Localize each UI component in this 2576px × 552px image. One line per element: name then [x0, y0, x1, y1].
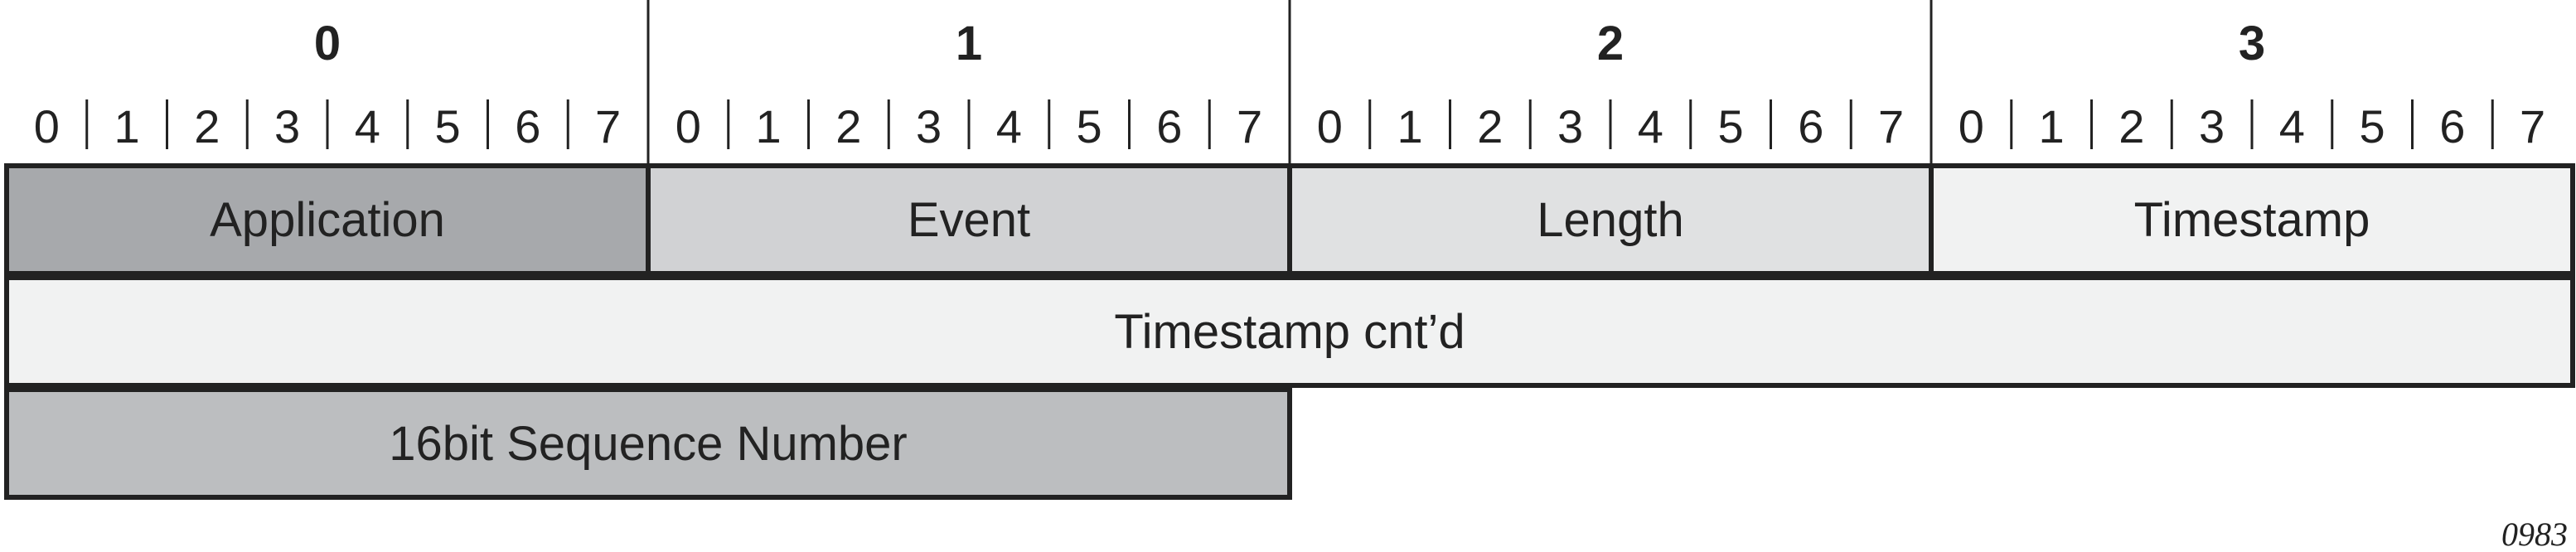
byte-label: 1: [956, 17, 982, 70]
bit-label: 6: [1798, 100, 1823, 153]
bit-label: 4: [996, 100, 1022, 153]
bit-label: 3: [2199, 100, 2225, 153]
bit-label: 0: [675, 100, 701, 153]
bit-label: 2: [835, 100, 861, 153]
field-box: [4, 163, 651, 276]
bit-label: 6: [515, 100, 540, 153]
field-cell: 16bit Sequence Number: [4, 387, 1292, 500]
bit-label: 5: [2360, 100, 2385, 153]
bit-label: 0: [1317, 100, 1343, 153]
bit-label: 4: [1638, 100, 1663, 153]
bit-label: 1: [756, 100, 782, 153]
bit-label: 3: [274, 100, 300, 153]
bit-label: 7: [595, 100, 621, 153]
bit-label: 1: [1397, 100, 1423, 153]
field-cell: Length: [1287, 163, 1934, 276]
bit-label: 0: [34, 100, 60, 153]
bit-label: 0: [1959, 100, 1984, 153]
field-box: [1287, 163, 1934, 276]
field-cell: Event: [646, 163, 1292, 276]
bit-label: 7: [2520, 100, 2545, 153]
field-box: [4, 275, 2575, 388]
field-box: [1929, 163, 2575, 276]
bit-label: 2: [194, 100, 220, 153]
bit-label: 7: [1237, 100, 1262, 153]
field-label: Length: [1537, 193, 1683, 247]
bit-label: 5: [1718, 100, 1744, 153]
bit-label: 3: [916, 100, 942, 153]
byte-label: 2: [1597, 17, 1624, 70]
field-box: [4, 387, 1292, 500]
bit-label: 7: [1878, 100, 1904, 153]
bit-label: 5: [435, 100, 461, 153]
field-label: Timestamp cnt’d: [1114, 305, 1465, 359]
field-rows: Application Event Length TimestampTimestamp…: [4, 163, 2575, 500]
bit-label: 5: [1077, 100, 1102, 153]
bit-label: 1: [114, 100, 140, 153]
bit-label: 4: [355, 100, 380, 153]
bit-label: 2: [2118, 100, 2144, 153]
field-cell: Timestamp cnt’d: [4, 275, 2575, 388]
field-cell: Timestamp: [1929, 163, 2575, 276]
byte-label: 3: [2239, 17, 2265, 70]
bit-label: 2: [1477, 100, 1503, 153]
bit-label: 3: [1557, 100, 1583, 153]
field-label: Timestamp: [2134, 193, 2370, 247]
bit-label: 6: [1156, 100, 1182, 153]
field-label: 16bit Sequence Number: [389, 417, 908, 471]
bit-label: 1: [2039, 100, 2065, 153]
field-cell: Application: [4, 163, 651, 276]
byte-label: 0: [314, 17, 341, 70]
bit-label: 6: [2439, 100, 2465, 153]
field-label: Application: [210, 193, 445, 247]
bit-label: 4: [2279, 100, 2305, 153]
field-label: Event: [908, 193, 1030, 247]
figure-id: 0983: [2501, 516, 2568, 552]
